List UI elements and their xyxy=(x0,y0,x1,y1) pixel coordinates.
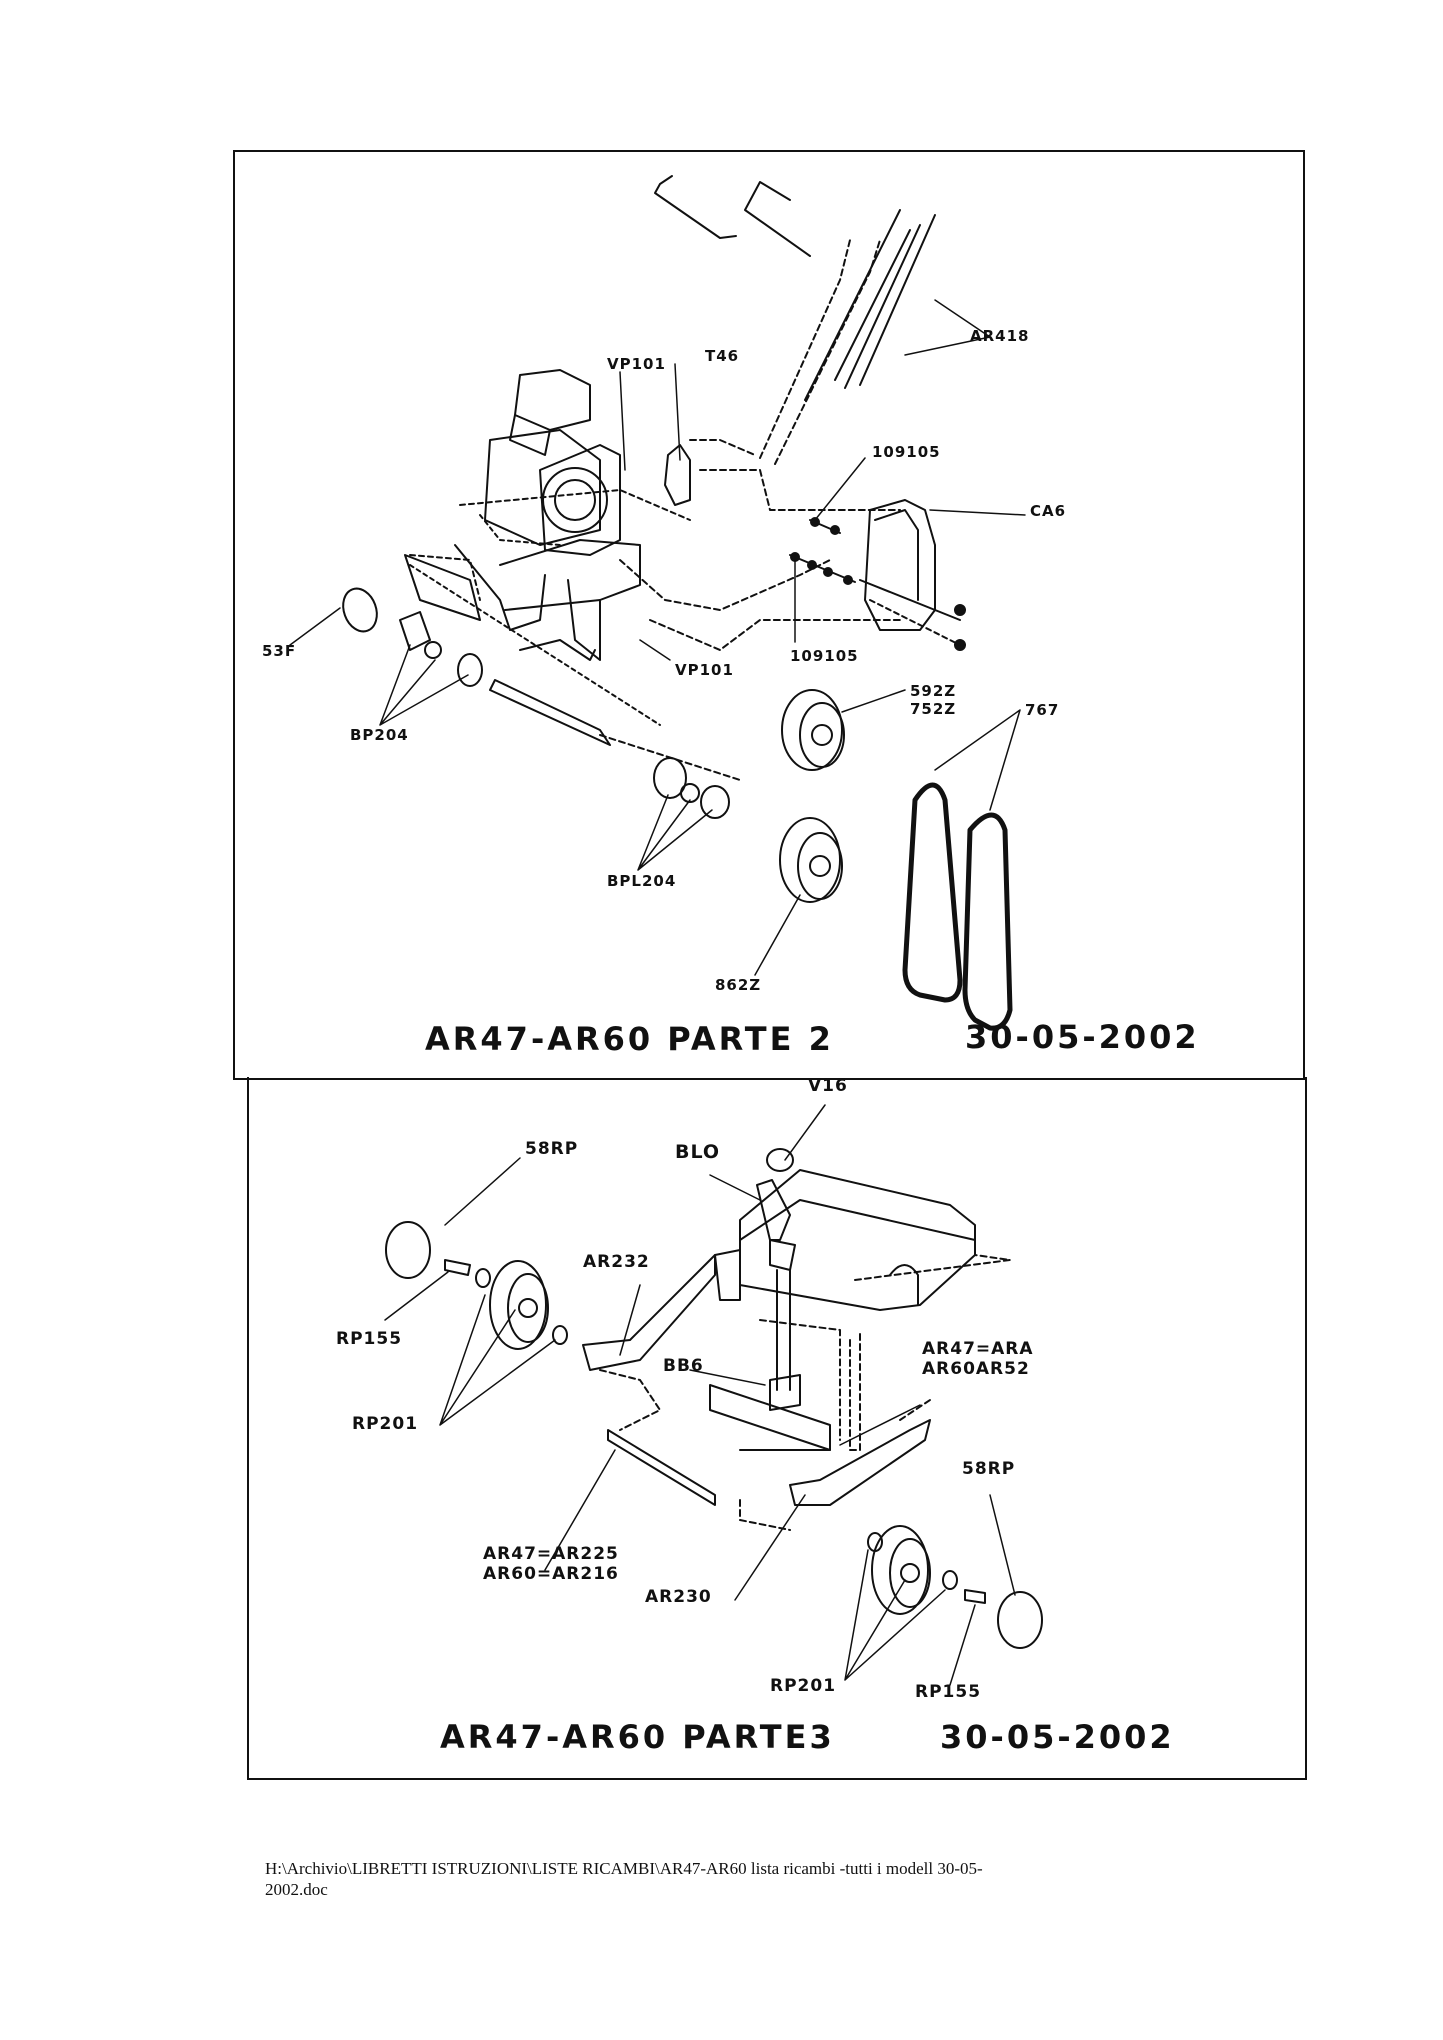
frame-plate xyxy=(404,439,901,726)
engine xyxy=(479,369,621,556)
pulley-rp201-right xyxy=(867,1525,958,1615)
file-path-line-1: H:\Archivio\LIBRETTI ISTRUZIONI\LISTE RI… xyxy=(265,1859,983,1878)
label-vp101-top: VP101 xyxy=(607,355,666,373)
handle-bar xyxy=(654,175,936,465)
label-rp155-left: RP155 xyxy=(336,1329,403,1349)
bolt-109105-row xyxy=(789,517,966,651)
label-blo: BLO xyxy=(675,1141,721,1163)
label-ar230: AR230 xyxy=(645,1587,712,1607)
caption-parte-2: AR47-AR60 PARTE 2 xyxy=(425,1020,834,1058)
bolt-rp155-left xyxy=(444,1259,471,1276)
label-752z: 752Z xyxy=(910,700,957,718)
label-rp201-left: RP201 xyxy=(352,1414,419,1434)
label-v16: V16 xyxy=(808,1076,848,1096)
label-ar60ar52: AR60AR52 xyxy=(922,1359,1030,1379)
bearing-bp204-set xyxy=(399,611,483,687)
label-53f: 53F xyxy=(262,642,297,660)
ca6-cover xyxy=(864,499,936,631)
label-ca6: CA6 xyxy=(1030,502,1067,520)
label-ar60-ar216: AR60=AR216 xyxy=(483,1564,619,1584)
file-path-footer: H:\Archivio\LIBRETTI ISTRUZIONI\LISTE RI… xyxy=(265,1858,1245,1900)
exploded-view-panel-parte-3 xyxy=(247,1077,1307,1780)
label-58rp-top: 58RP xyxy=(525,1139,579,1159)
label-t46: T46 xyxy=(705,347,740,365)
label-ar47-ar225: AR47=AR225 xyxy=(483,1544,619,1564)
exploded-view-panel-parte-2 xyxy=(233,150,1305,1080)
label-58rp-right: 58RP xyxy=(962,1459,1016,1479)
blo-lever xyxy=(756,1148,796,1271)
label-rp155-bottom: RP155 xyxy=(915,1682,982,1702)
label-bpl204: BPL204 xyxy=(607,872,677,890)
label-ar232: AR232 xyxy=(583,1252,650,1272)
file-path-line-2: 2002.doc xyxy=(265,1880,328,1899)
bb6-rod xyxy=(769,1269,801,1411)
bolt-rp155-right xyxy=(964,1589,986,1604)
cap-58rp-right xyxy=(997,1591,1043,1649)
pulley-592z xyxy=(781,689,845,771)
leader-lines-bottom xyxy=(384,1104,1016,1686)
caption-parte-3: AR47-AR60 PARTE3 xyxy=(440,1718,835,1756)
gear-housing xyxy=(714,1169,976,1311)
plate-ar225 xyxy=(607,1429,716,1506)
label-109105-bottom: 109105 xyxy=(790,647,859,665)
label-vp101-bottom: VP101 xyxy=(675,661,734,679)
label-ar47-ara: AR47=ARA xyxy=(922,1339,1034,1359)
cross-bar xyxy=(709,1384,831,1451)
leader-lines-top xyxy=(289,299,1026,976)
label-rp201-bottom: RP201 xyxy=(770,1676,837,1696)
label-bb6: BB6 xyxy=(663,1356,704,1376)
pulley-rp201-left xyxy=(475,1260,568,1350)
cap-58rp-left xyxy=(385,1221,431,1279)
cap-53f xyxy=(342,587,378,633)
shaft xyxy=(489,679,741,781)
assembly-outline xyxy=(599,1254,1011,1531)
pulley-862z xyxy=(779,817,843,903)
label-ar418: AR418 xyxy=(970,327,1030,345)
v-belt-767-pair xyxy=(902,782,1013,1031)
label-109105-top: 109105 xyxy=(872,443,941,461)
label-767: 767 xyxy=(1025,701,1060,719)
label-862z: 862Z xyxy=(715,976,762,994)
caption-date-top: 30-05-2002 xyxy=(965,1018,1200,1056)
t46-part xyxy=(664,444,691,506)
caption-date-bottom: 30-05-2002 xyxy=(940,1718,1175,1756)
label-bp204: BP204 xyxy=(350,726,409,744)
arm-ar232 xyxy=(582,1254,716,1371)
label-592z: 592Z xyxy=(910,682,957,700)
bearing-bpl204-set xyxy=(653,757,730,819)
arm-ar230 xyxy=(789,1419,931,1506)
